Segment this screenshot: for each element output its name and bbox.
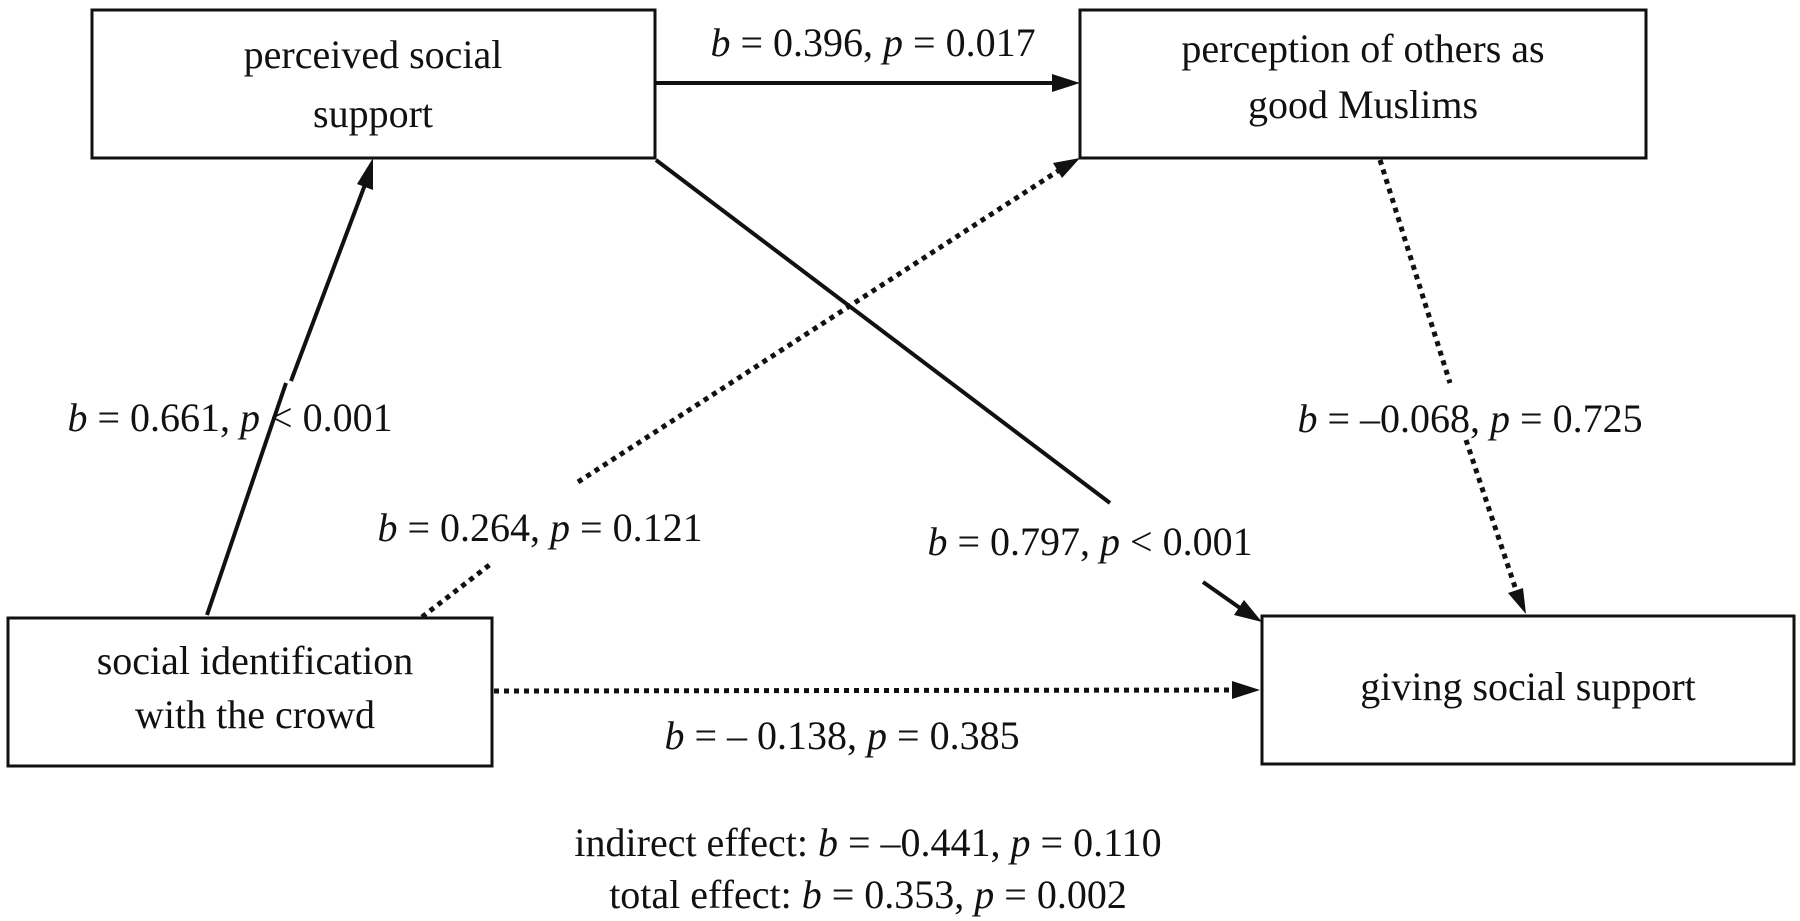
path-sic-to-pgm-lower	[420, 561, 494, 619]
label-pss-to-gss: b = 0.797, p < 0.001	[927, 519, 1252, 564]
path-sic-to-pss	[205, 382, 288, 616]
path-sic-to-gss	[493, 687, 1233, 694]
path-sic-to-pss-upper	[289, 181, 368, 382]
arrowhead-sic-to-gss	[1232, 681, 1260, 699]
path-pss-to-gss-upper	[654, 158, 1112, 505]
node-social-identification	[6, 616, 494, 768]
path-sic-to-pgm-upper	[576, 168, 1060, 485]
arrowhead-sic-to-pgm	[1053, 158, 1080, 178]
label-pss-to-pgm: b = 0.396, p = 0.017	[710, 20, 1035, 65]
node-perceived-social-support	[90, 8, 657, 160]
node-pss-line1: perceived social	[244, 32, 503, 77]
label-pgm-to-gss: b = –0.068, p = 0.725	[1297, 396, 1642, 441]
node-gss-line1: giving social support	[1360, 664, 1696, 709]
arrowhead-pss-to-gss	[1234, 600, 1262, 622]
indirect-effect-summary: indirect effect: b = –0.441, p = 0.110	[574, 820, 1161, 865]
node-sic-line1: social identification	[97, 638, 414, 683]
arrowhead-sic-to-pss	[357, 158, 373, 190]
path-pgm-to-gss-upper	[1377, 159, 1453, 384]
node-perception-good-muslims	[1078, 8, 1648, 160]
arrowhead-pgm-to-gss	[1508, 588, 1526, 614]
path-pss-to-gss-lower	[1201, 580, 1242, 610]
node-pss-line2: support	[313, 91, 433, 136]
path-pgm-to-gss-lower	[1463, 439, 1519, 591]
arrowhead-pss-to-pgm	[1052, 74, 1080, 92]
label-sic-to-pss: b = 0.661, p < 0.001	[67, 395, 392, 440]
node-giving-social-support	[1260, 614, 1796, 766]
node-pgm-line2: good Muslims	[1248, 82, 1478, 127]
total-effect-summary: total effect: b = 0.353, p = 0.002	[609, 872, 1127, 917]
node-pgm-line1: perception of others as	[1181, 26, 1544, 71]
label-sic-to-gss: b = – 0.138, p = 0.385	[664, 713, 1019, 758]
label-sic-to-pgm: b = 0.264, p = 0.121	[377, 505, 702, 550]
node-sic-line2: with the crowd	[135, 692, 375, 737]
